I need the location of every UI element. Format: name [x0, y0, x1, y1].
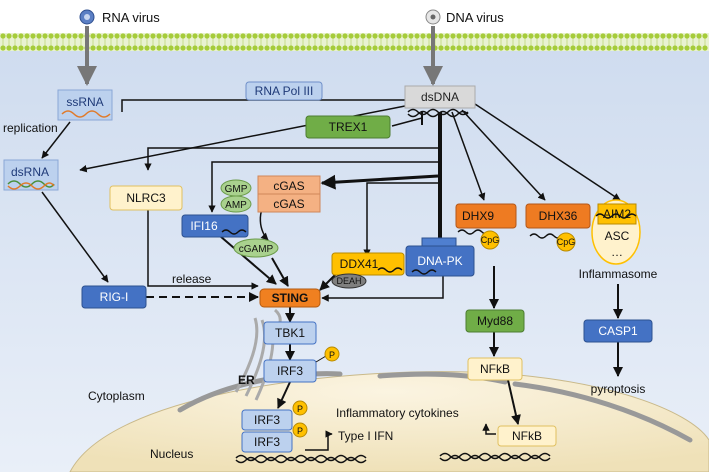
- dhx9-label: DHX9: [462, 209, 494, 223]
- dsrna-box: [3, 159, 59, 191]
- type-i-ifn-label: Type I IFN: [338, 429, 393, 443]
- ssrna-label: ssRNA: [66, 95, 103, 109]
- tbk1-box: [263, 321, 317, 345]
- casp1-label: CASP1: [598, 324, 638, 338]
- rna-pol-iii-box: [245, 81, 323, 101]
- myd88-label: Myd88: [477, 314, 513, 328]
- dsdna-label: dsDNA: [421, 90, 459, 104]
- ifi16-dna-icon: [221, 229, 247, 235]
- dsdna-helix-icon: [407, 108, 469, 116]
- dna-pk-label: DNA-PK: [417, 254, 462, 268]
- ellipsis-label: …: [611, 245, 623, 259]
- phospho-circle-2: [292, 400, 308, 416]
- cgamp-label: cGAMP: [239, 244, 274, 255]
- dsrna-label: dsRNA: [11, 165, 49, 179]
- dsrna-strand-icon: [7, 180, 55, 188]
- pathway-arrows: [41, 99, 623, 451]
- sting-box: [259, 288, 321, 308]
- amp-label: AMP: [225, 200, 247, 211]
- ifi16-box: [181, 214, 249, 238]
- sting-label: STING: [272, 291, 309, 305]
- nlrc3-label: NLRC3: [126, 191, 166, 205]
- trex1-label: TREX1: [329, 120, 368, 134]
- rna-virus-label: RNA virus: [102, 10, 160, 25]
- cgas-box-2: [257, 193, 321, 213]
- myd88-box: [465, 309, 525, 333]
- dhx9-box: [455, 203, 517, 229]
- irf3-box-nucleus-2: [241, 431, 293, 453]
- rna-pol-iii-label: RNA Pol III: [255, 84, 314, 98]
- phospho-label-3: P: [297, 426, 303, 436]
- deah-ellipse: [331, 273, 367, 289]
- casp1-box: [583, 319, 653, 343]
- nfkb-box-cytoplasm: [467, 357, 523, 381]
- cpg-circle-2: [556, 232, 576, 252]
- ddx41-dna-icon: [377, 267, 403, 273]
- irf3-box-nucleus-1: [241, 409, 293, 431]
- er-label: ER: [238, 373, 255, 387]
- deah-label: DEAH: [336, 276, 361, 286]
- rig-i-box: [81, 285, 147, 309]
- amp-ellipse: [220, 195, 252, 213]
- nfkb-label-cytoplasm: NFkB: [480, 362, 510, 376]
- nlrc3-box: [109, 185, 183, 211]
- inflammatory-cytokines-label: Inflammatory cytokines: [336, 406, 459, 420]
- trex1-box: [305, 115, 391, 139]
- dhx36-dna-icon: [529, 233, 563, 239]
- tbk1-label: TBK1: [275, 326, 305, 340]
- irf3-label-nucleus-2: IRF3: [254, 435, 280, 449]
- release-label: release: [172, 272, 212, 286]
- cell-membrane: [0, 33, 709, 51]
- ifi16-label: IFI16: [190, 219, 218, 233]
- dna-pk-dna-icon: [411, 269, 437, 275]
- phospho-circle-3: [292, 422, 308, 438]
- cpg-circle-1: [480, 230, 500, 250]
- irf3-box-cytoplasm: [263, 359, 317, 383]
- cgas-label-2: cGAS: [273, 197, 304, 211]
- cgas-label-1: cGAS: [273, 179, 304, 193]
- dna-pk-box: [405, 245, 475, 277]
- dhx36-label: DHX36: [539, 209, 578, 223]
- dsdna-box: [404, 85, 476, 109]
- phospho-circle-1: [324, 346, 340, 362]
- cpg-label-1: CpG: [481, 235, 500, 245]
- gmp-label: GMP: [225, 184, 248, 195]
- ddx41-label: DDX41: [340, 257, 379, 271]
- cytoplasm-label: Cytoplasm: [88, 389, 145, 403]
- cpg-label-2: CpG: [557, 237, 576, 247]
- aim2-dna-icon: [595, 213, 637, 219]
- phospho-label-1: P: [329, 350, 335, 360]
- inflammasome-label: Inflammasome: [579, 267, 658, 281]
- nfkb-box-nucleus: [497, 425, 557, 447]
- rig-i-label: RIG-I: [100, 290, 129, 304]
- irf3-label-cytoplasm: IRF3: [277, 364, 303, 378]
- dna-virus-icon: [425, 9, 441, 25]
- dhx36-box: [525, 203, 591, 229]
- ssrna-strand-icon: [61, 110, 111, 118]
- nucleus-label: Nucleus: [150, 447, 193, 461]
- irf3-label-nucleus-1: IRF3: [254, 413, 280, 427]
- rna-virus-icon: [79, 9, 95, 25]
- nuclear-dna-helix-1: [235, 454, 367, 462]
- pyroptosis-label: pyroptosis: [591, 382, 646, 396]
- replication-label: replication: [3, 121, 58, 135]
- asc-label: ASC: [605, 229, 630, 243]
- phospho-label-2: P: [297, 404, 303, 414]
- cgamp-ellipse: [233, 238, 279, 258]
- nucleus-region: [69, 371, 709, 472]
- nfkb-label-nucleus: NFkB: [512, 429, 542, 443]
- dna-virus-label: DNA virus: [446, 10, 504, 25]
